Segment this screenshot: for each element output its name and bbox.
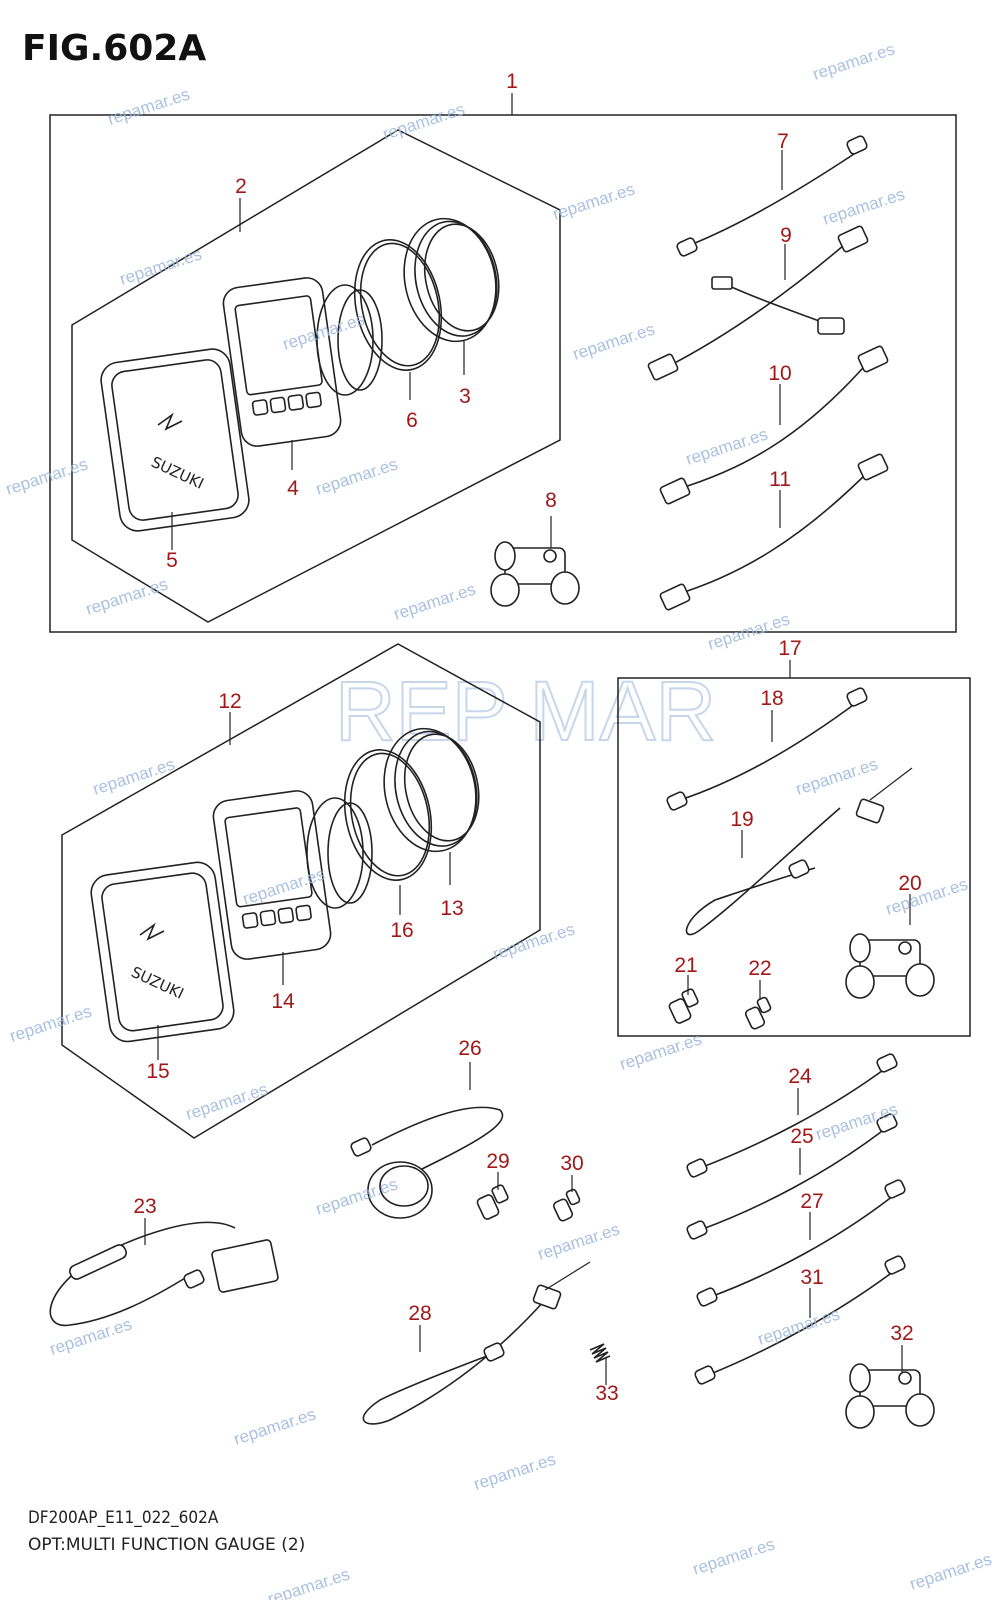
figure-code: DF200AP_E11_022_602A: [28, 1508, 219, 1528]
watermark: repamar.es: [380, 99, 467, 143]
callout-30: 30: [560, 1152, 583, 1175]
spring-33: [589, 1343, 611, 1363]
watermark: repamar.es: [183, 1079, 270, 1123]
callout-14: 14: [271, 990, 295, 1013]
watermark: repamar.es: [570, 319, 657, 363]
watermark: repamar.es: [7, 1001, 94, 1045]
harness-11: [659, 453, 889, 611]
nut-3: [403, 217, 500, 343]
sensor-cable-28: [362, 1261, 591, 1425]
watermark: repamar.es: [813, 1099, 900, 1143]
callout-22: 22: [748, 957, 771, 980]
callout-5: 5: [166, 549, 178, 572]
callout-15: 15: [146, 1060, 169, 1083]
gauge-cover-5: SUZUKI: [100, 348, 250, 532]
callout-18: 18: [760, 687, 783, 710]
watermarks: repamar.es repamar.es repamar.es repamar…: [3, 39, 994, 1600]
tee-connector-32: [845, 1363, 935, 1429]
cable-27: [696, 1179, 906, 1307]
callout-26: 26: [458, 1037, 481, 1060]
watermark: repamar.es: [907, 1549, 994, 1593]
watermark: repamar.es: [231, 1404, 318, 1448]
cable-7: [676, 135, 868, 257]
callout-12: 12: [218, 690, 241, 713]
cable-25: [686, 1113, 898, 1240]
callout-10: 10: [768, 362, 791, 385]
figure-title: FIG.602A: [22, 28, 207, 69]
callout-labels: 1 2 3 4 5 6 7 8 9 10 11 12 13 14 15 16 1…: [133, 70, 921, 1405]
callout-21: 21: [674, 954, 697, 977]
kit-box-17: [617, 677, 971, 1037]
watermark: repamar.es: [793, 754, 880, 798]
tee-connector-8: [490, 541, 580, 607]
watermark: repamar.es: [550, 179, 637, 223]
kit-box-12: [61, 643, 541, 1139]
callout-11: 11: [769, 468, 791, 491]
watermark: repamar.es: [265, 1564, 352, 1600]
callout-17: 17: [778, 637, 801, 660]
watermark: repamar.es: [471, 1449, 558, 1493]
sensor-26: [350, 1106, 504, 1219]
callout-25: 25: [790, 1125, 813, 1148]
callout-20: 20: [898, 872, 921, 895]
cable-24: [686, 1053, 898, 1178]
kit-box-2: [71, 129, 561, 623]
watermark: repamar.es: [683, 424, 770, 468]
watermark: repamar.es: [3, 454, 90, 498]
nut-13: [383, 727, 480, 853]
callout-27: 27: [800, 1190, 823, 1213]
watermark: repamar.es: [690, 1534, 777, 1578]
watermark: repamar.es: [391, 579, 478, 623]
sensor-23: [49, 1221, 279, 1327]
sensor-cable-19: [685, 767, 913, 936]
harness-9: [647, 225, 869, 381]
callout-28: 28: [408, 1302, 431, 1325]
terminator-22: [744, 996, 772, 1030]
watermark: repamar.es: [810, 39, 897, 83]
watermark: repamar.es: [313, 454, 400, 498]
callout-24: 24: [788, 1065, 812, 1088]
watermark: repamar.es: [820, 184, 907, 228]
cable-18: [666, 687, 868, 811]
watermark: repamar.es: [90, 754, 177, 798]
terminator-30: [552, 1188, 581, 1222]
o-ring-16: [343, 749, 433, 881]
cable-31: [694, 1255, 906, 1385]
watermark-logo: REP MAR: [334, 663, 717, 759]
callout-33: 33: [595, 1382, 618, 1405]
watermark: repamar.es: [117, 244, 204, 288]
gauge-cover-15: SUZUKI: [90, 861, 235, 1043]
callout-8: 8: [545, 489, 557, 512]
callout-31: 31: [800, 1266, 823, 1289]
kit-box-1: [49, 114, 957, 633]
terminator-29: [476, 1184, 509, 1220]
terminator-21: [668, 988, 699, 1024]
watermark: repamar.es: [83, 574, 170, 618]
logo-text: REP MAR: [335, 664, 716, 758]
callout-9: 9: [780, 224, 792, 247]
callout-7: 7: [777, 130, 789, 153]
harness-10: [659, 345, 889, 505]
callout-32: 32: [890, 1322, 913, 1345]
watermark: repamar.es: [490, 919, 577, 963]
callout-1: 1: [506, 70, 518, 93]
callout-6: 6: [406, 409, 418, 432]
callout-29: 29: [486, 1150, 509, 1173]
callout-2: 2: [235, 175, 247, 198]
callout-16: 16: [390, 919, 413, 942]
callout-23: 23: [133, 1195, 156, 1218]
callout-4: 4: [287, 477, 299, 500]
gauge-4: [222, 277, 383, 447]
callout-19: 19: [730, 808, 753, 831]
o-ring-6: [353, 239, 443, 371]
callout-3: 3: [459, 385, 471, 408]
watermark: repamar.es: [755, 1304, 842, 1348]
watermark: repamar.es: [883, 874, 970, 918]
callout-13: 13: [440, 897, 463, 920]
figure-caption: OPT:MULTI FUNCTION GAUGE (2): [28, 1535, 306, 1555]
watermark: repamar.es: [535, 1219, 622, 1263]
watermark: repamar.es: [105, 84, 192, 128]
tee-connector-20: [845, 933, 935, 999]
